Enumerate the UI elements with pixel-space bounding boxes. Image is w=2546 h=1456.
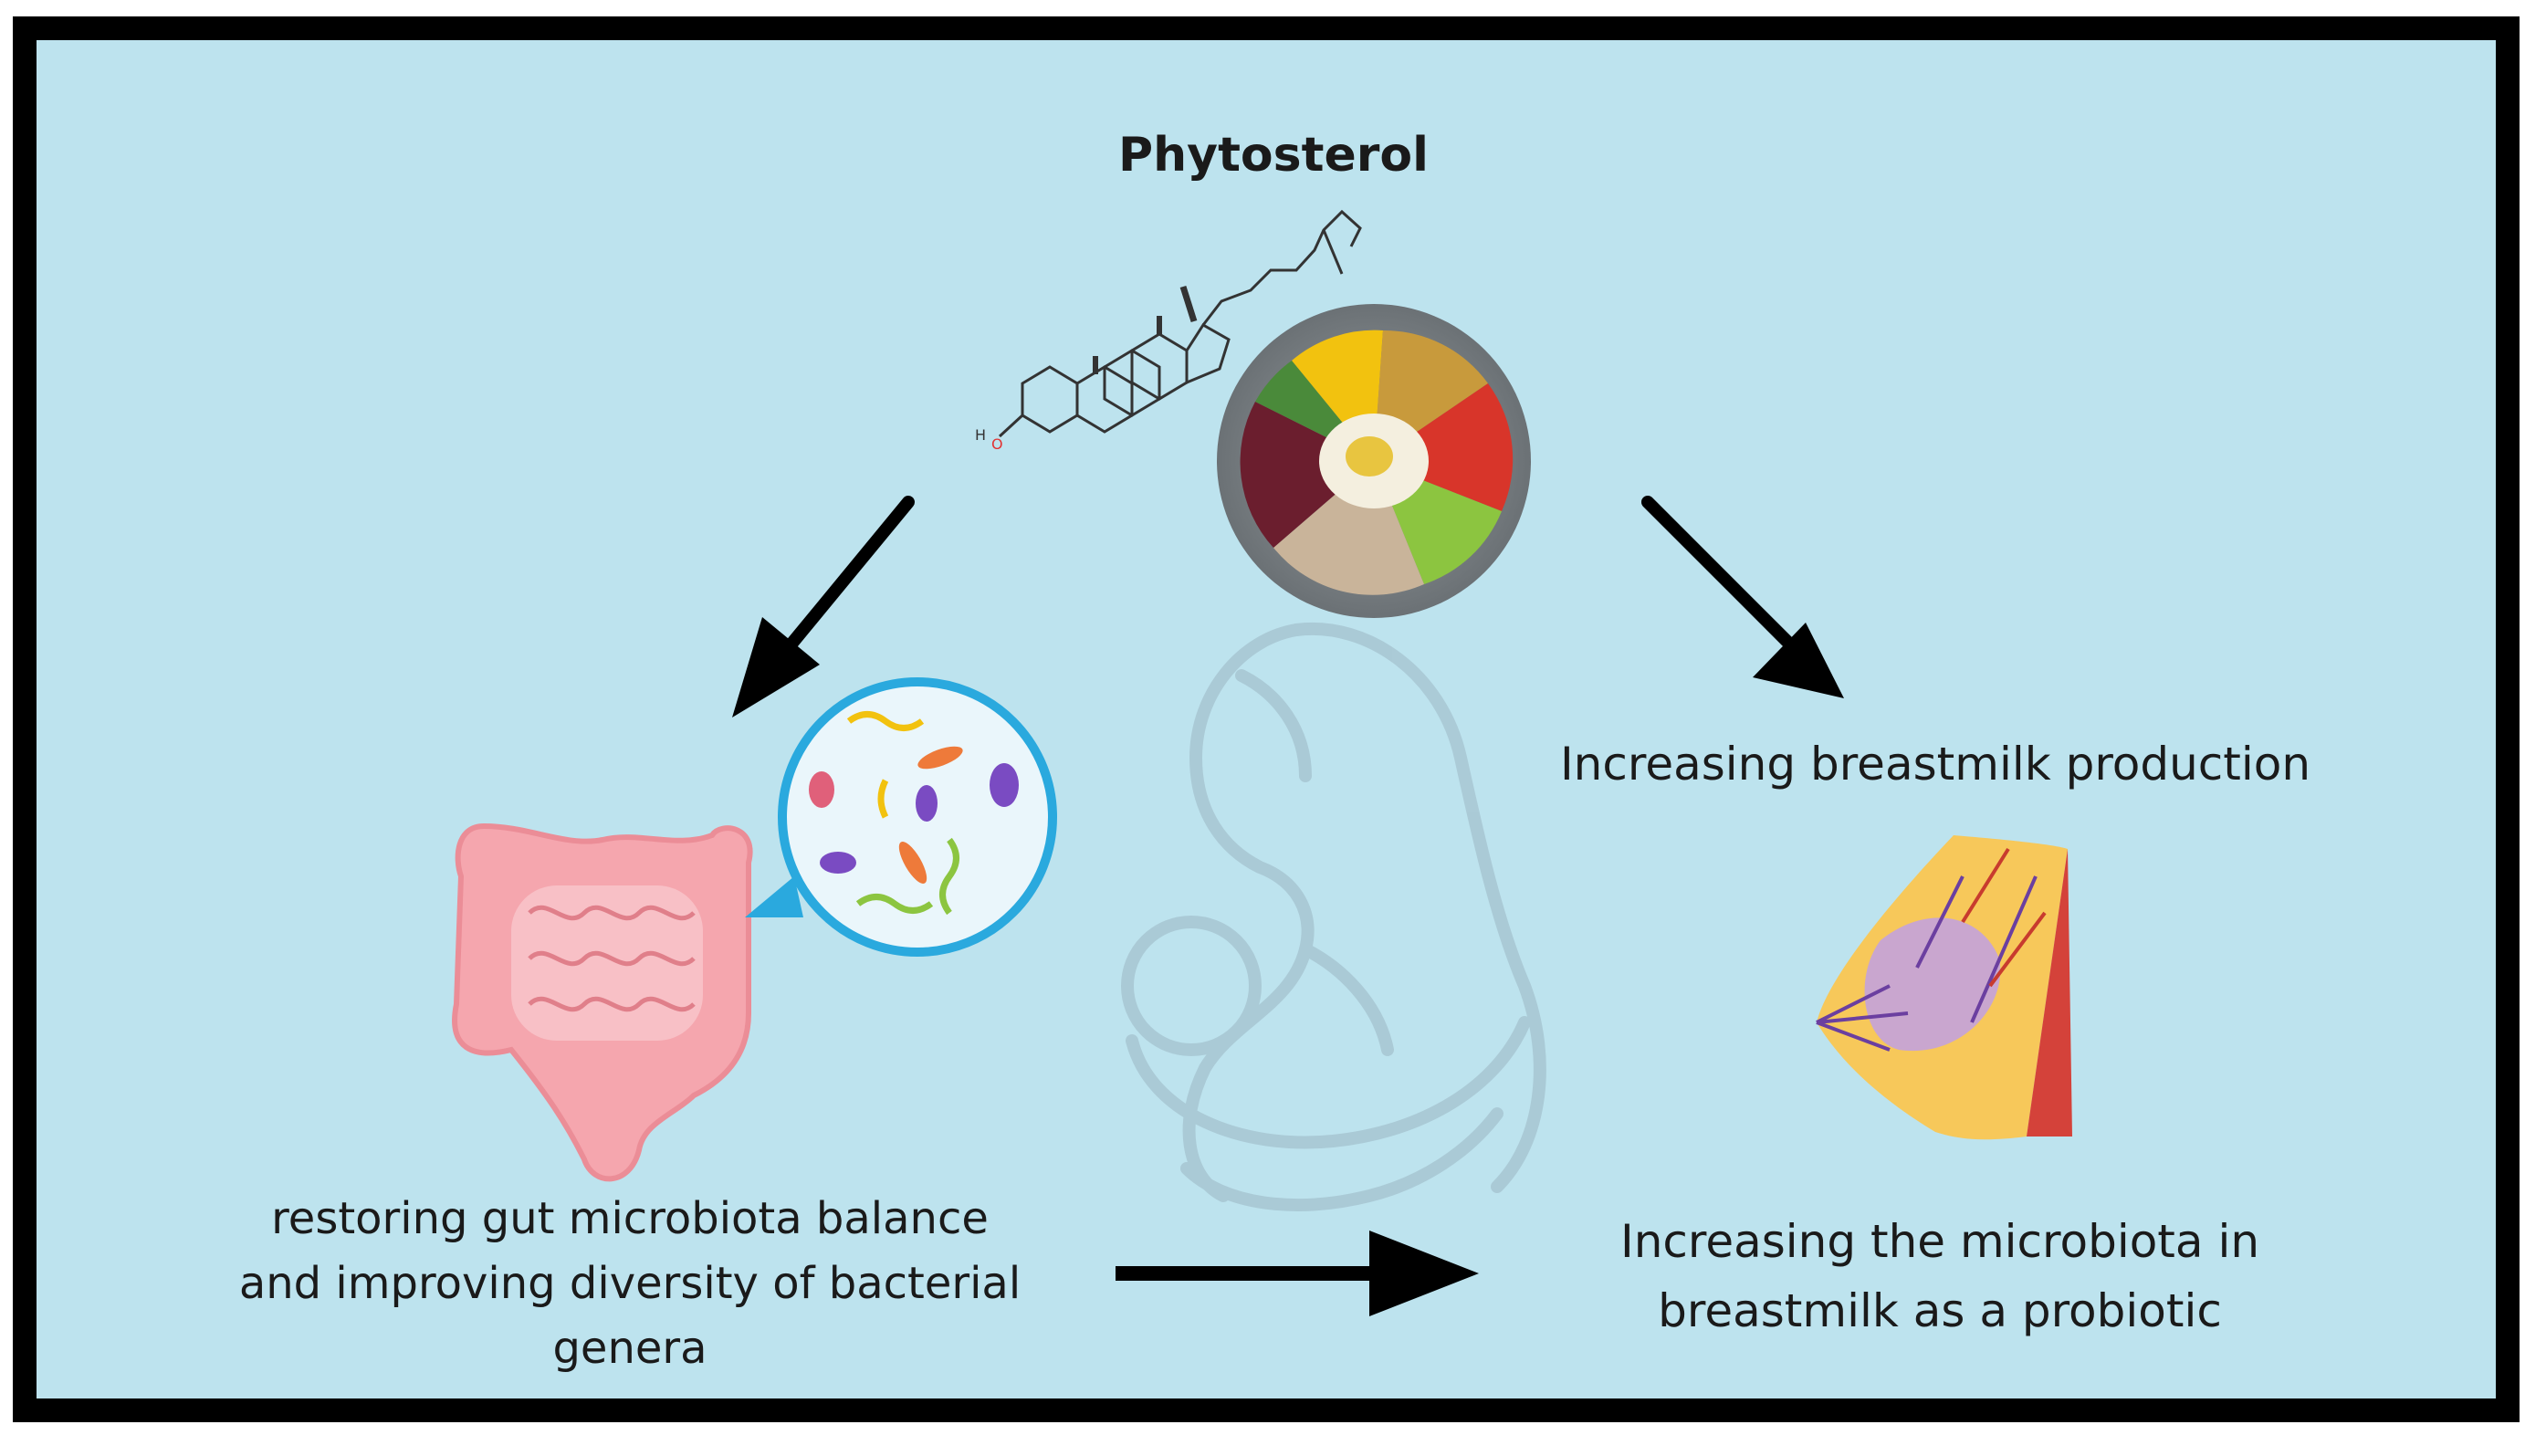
breastmilk-microbiota-label: Increasing the microbiota in breastmilk … — [1619, 1215, 2260, 1337]
arrow-to-gut — [732, 496, 915, 718]
food-plate-icon — [1217, 304, 1531, 618]
gut-microbiota-label: restoring gut microbiota balance and imp… — [238, 1193, 1022, 1374]
breastmilk-production-label: Increasing breastmilk production — [1559, 738, 2311, 791]
mother-breastfeeding-icon — [1121, 622, 1546, 1211]
breast-anatomy-icon — [1816, 835, 2072, 1140]
microbiota-magnifier-icon — [745, 677, 1057, 957]
diagram-title: Phytosterol — [1118, 128, 1429, 183]
diagram-frame — [13, 16, 2520, 1422]
phytosterol-molecule-icon — [998, 209, 1362, 438]
svg-text:H: H — [975, 426, 986, 444]
svg-text:O: O — [991, 435, 1003, 453]
intestine-icon — [452, 822, 753, 1182]
arrow-gut-to-breastmilk-microbiota — [1116, 1231, 1479, 1316]
arrow-to-breastmilk — [1641, 496, 1844, 698]
